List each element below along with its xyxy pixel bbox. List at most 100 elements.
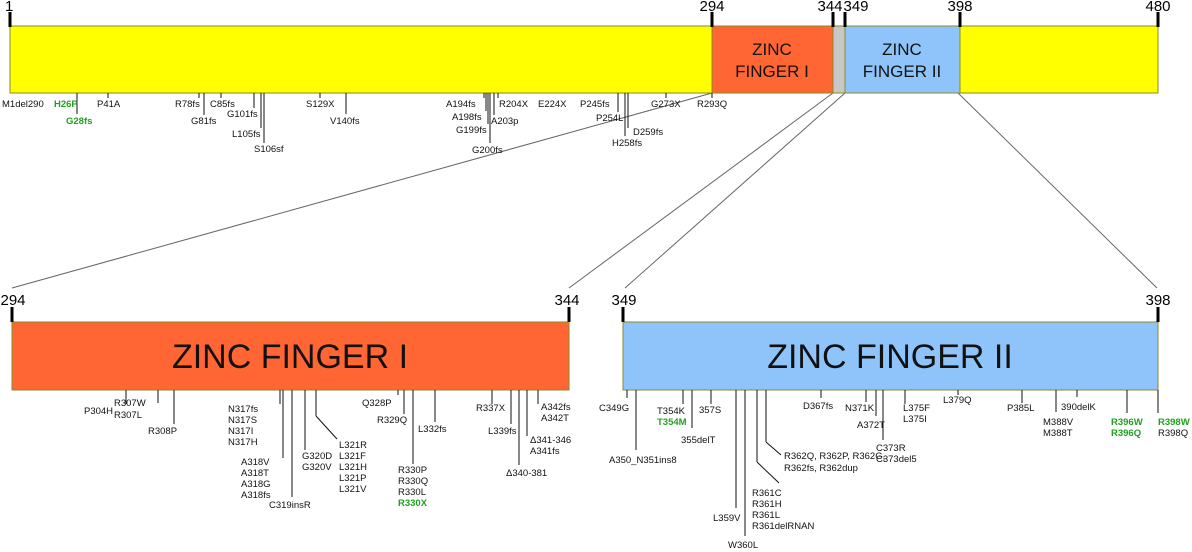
mutation-label: A194fs: [446, 99, 476, 110]
mutation-label: Δ341-346: [530, 435, 571, 446]
mutation-label: R398W: [1158, 417, 1190, 428]
mutation-label: A372T: [857, 420, 885, 431]
mutation-label: R361C: [752, 488, 782, 499]
zf2-label-line2: FINGER II: [863, 62, 941, 81]
position-label-480: 480: [1145, 0, 1170, 15]
mutation-label: A318V: [241, 457, 270, 468]
position-label-349: 349: [843, 0, 868, 15]
zinc-finger-2-box: [622, 321, 1159, 391]
mutation-label: L321P: [339, 473, 366, 484]
zinc-finger-2-title: ZINC FINGER II: [767, 338, 1013, 376]
mutation-label: L359V: [713, 513, 741, 524]
top-mutation-stems: [76, 93, 713, 143]
mutation-label: R398Q: [1158, 428, 1188, 439]
mutation-label: T354M: [657, 417, 687, 428]
mutation-label: R78fs: [175, 99, 200, 110]
mutation-label: A341fs: [530, 446, 560, 457]
mutation-label: P41A: [97, 99, 121, 110]
zinc-finger-1-expanded: ZINC FINGER I 294 344: [0, 292, 580, 391]
stem-l321-diag: [315, 415, 338, 440]
mutation-label: R308P: [148, 426, 177, 437]
connector-zf2-right: [957, 92, 1158, 289]
mutation-label: 355delT: [681, 435, 716, 446]
mutation-label: N317S: [228, 415, 257, 426]
mutation-label: R396W: [1111, 417, 1143, 428]
position-label-294: 294: [699, 0, 724, 15]
connector-zf1-right: [568, 92, 834, 289]
mutation-label: T354K: [657, 406, 686, 417]
mutation-label: G320D: [302, 451, 332, 462]
mutation-label: L375I: [903, 414, 927, 425]
zf1-mutation-labels: P304H R307W R307L R308P N317fs N317S N31…: [84, 398, 571, 511]
zinc-finger-1-region: [711, 25, 834, 94]
zf2-start-label: 349: [611, 292, 636, 309]
mutation-label: H26P: [54, 99, 78, 110]
mutation-label: R330L: [398, 487, 426, 498]
mutation-label: V140fs: [330, 116, 360, 127]
mutation-label: R330X: [398, 498, 428, 509]
mutation-label: W360L: [728, 540, 758, 551]
mutation-label: R307W: [114, 398, 146, 409]
mutation-label: L332fs: [418, 424, 447, 435]
zinc-finger-2-expanded: ZINC FINGER II 349 398: [611, 292, 1171, 391]
mutation-label: L321H: [339, 462, 367, 473]
mutation-label: G199fs: [456, 125, 487, 136]
zoom-connectors: [11, 92, 1158, 289]
mutation-label: A318G: [241, 479, 271, 490]
mutation-label: C373R: [876, 443, 906, 454]
mutation-label: R330Q: [398, 476, 428, 487]
mutation-label: P385L: [1007, 403, 1034, 414]
mutation-label: S129X: [306, 99, 335, 110]
mutation-label: L375F: [903, 403, 930, 414]
mutation-label: A342T: [541, 413, 569, 424]
mutation-label: R204X: [499, 99, 529, 110]
zf1-end-label: 344: [554, 292, 579, 309]
mutation-label: C349G: [599, 403, 629, 414]
zinc-finger-1-title: ZINC FINGER I: [172, 338, 408, 376]
mutation-label: R396Q: [1111, 428, 1141, 439]
mutation-label: A350_N351ins8: [609, 455, 677, 466]
mutation-label: N371K: [845, 403, 875, 414]
position-label-398: 398: [947, 0, 972, 15]
top-position-labels: 1 294 344 349 398 480: [5, 0, 1171, 15]
zf2-mutation-stems: [626, 390, 1159, 536]
zf2-end-label: 398: [1145, 292, 1170, 309]
mutation-label: P254L: [596, 113, 623, 124]
zf2-mutation-labels: C349G A350_N351ins8 T354K T354M 355delT …: [599, 395, 1190, 551]
mutation-label: 357S: [699, 405, 721, 416]
mutation-label: G81fs: [191, 116, 217, 127]
mutation-label: L321R: [339, 440, 367, 451]
linker-region: [832, 25, 846, 94]
mutation-label: L105fs: [232, 129, 261, 140]
mutation-label: G273X: [651, 99, 681, 110]
position-label-344: 344: [817, 0, 842, 15]
mutation-label: R329Q: [377, 415, 407, 426]
full-protein-bar: ZINC FINGER I ZINC FINGER II: [9, 25, 1159, 94]
mutation-label: S106sf: [254, 144, 284, 155]
mutation-label: G320V: [302, 462, 332, 473]
zf2-label-line1: ZINC: [882, 40, 922, 59]
mutation-label: A318T: [241, 468, 269, 479]
mutation-label: C319insR: [269, 500, 311, 511]
zf1-start-label: 294: [0, 292, 25, 309]
protein-body: [9, 25, 1159, 94]
mutation-label: E224X: [538, 99, 567, 110]
mutation-label: R337X: [476, 403, 506, 414]
connector-zf2-left: [624, 92, 846, 289]
stem-r361-b: [756, 461, 780, 484]
zinc-finger-1-box: [11, 321, 570, 391]
top-mutation-labels: M1del290 H26P G28fs P41A R78fs G81fs C85…: [2, 99, 727, 156]
zf1-label-line1: ZINC: [752, 40, 792, 59]
mutation-label: M1del290: [2, 99, 44, 110]
mutation-label: L339fs: [488, 426, 517, 437]
mutation-label: M388T: [1043, 428, 1073, 439]
zf1-label-line2: FINGER I: [735, 62, 809, 81]
mutation-label: G28fs: [66, 116, 92, 127]
top-position-markers: [8, 12, 1160, 27]
zf1-mutation-stems: [125, 390, 539, 497]
stem-r362-b: [765, 441, 782, 456]
mutation-label: N317fs: [228, 404, 258, 415]
mutation-label: R361delRNAN: [752, 521, 814, 532]
mutation-label: A318fs: [241, 490, 271, 501]
mutation-label: P304H: [84, 406, 113, 417]
